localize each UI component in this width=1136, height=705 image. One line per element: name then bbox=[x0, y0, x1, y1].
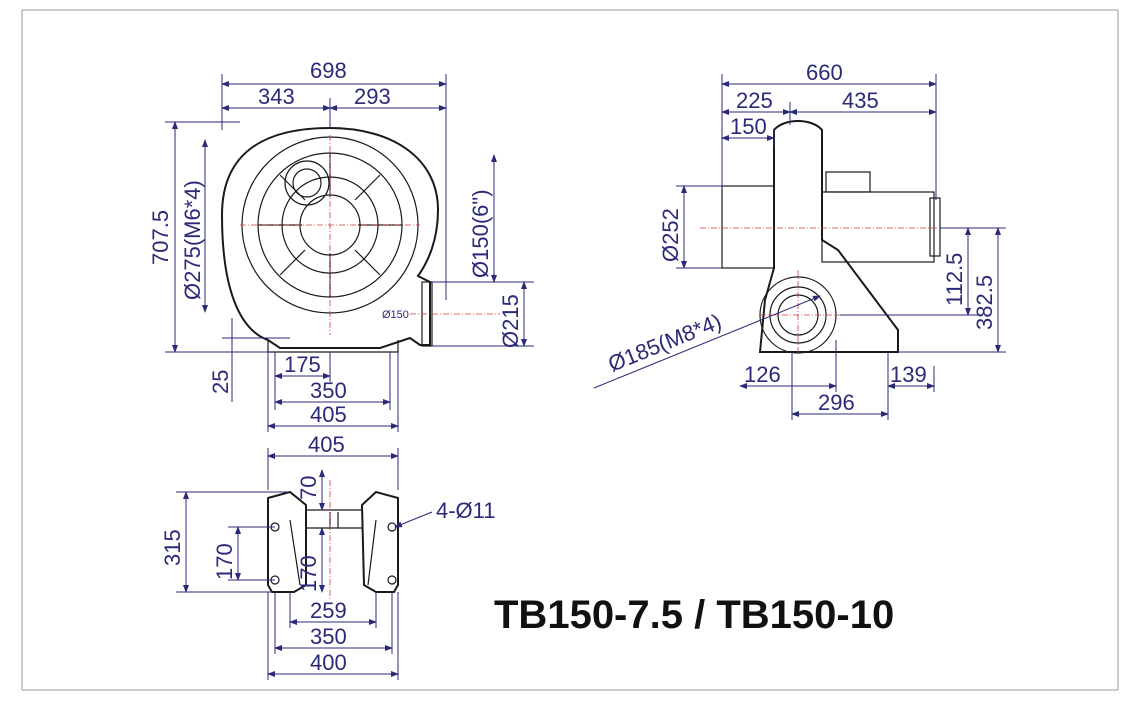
dim-outlet-flange: Ø185(M8*4) bbox=[605, 309, 725, 377]
dim-inner-70: 70 bbox=[296, 476, 321, 500]
dim-inner-170-left: 170 bbox=[212, 543, 237, 580]
dim-overall-height: 707.5 bbox=[148, 210, 173, 265]
dim-overall-400: 400 bbox=[310, 650, 347, 675]
dim-outlet-height: 112.5 bbox=[942, 253, 967, 306]
label-outlet: Ø150 bbox=[382, 309, 409, 321]
dim-center-height: 382.5 bbox=[972, 275, 997, 330]
frame bbox=[21, 9, 1119, 691]
dim-motor-length: 435 bbox=[842, 88, 879, 113]
model-title: TB150-7.5 / TB150-10 bbox=[494, 593, 894, 637]
front-housing bbox=[220, 126, 440, 349]
dim-overall-width: 698 bbox=[310, 58, 347, 83]
dim-inlet-length: 150 bbox=[730, 114, 767, 139]
dim-top-width: 405 bbox=[308, 432, 345, 457]
dim-base-span: 350 bbox=[310, 378, 347, 403]
dim-base-rear: 139 bbox=[890, 362, 927, 387]
dim-base-offset: 175 bbox=[284, 352, 321, 377]
side-view: 660 225 435 150 Ø252 Ø185(M8*4) 112.5 38… bbox=[593, 60, 1006, 420]
dim-right-width: 293 bbox=[354, 84, 391, 109]
dim-base-front: 126 bbox=[744, 362, 781, 387]
dim-base-width: 405 bbox=[310, 402, 347, 427]
dim-outlet-diameter: Ø150(6") bbox=[468, 189, 493, 278]
front-view: 698 343 293 707.5 Ø275(M6*4) Ø150(6") Ø2… bbox=[148, 58, 534, 432]
dim-depth: 315 bbox=[160, 529, 185, 566]
base-view: 405 315 170 70 170 4-Ø11 259 350 400 bbox=[160, 432, 496, 680]
dim-outlet-flange: Ø215 bbox=[498, 294, 523, 348]
dim-base-length: 296 bbox=[818, 390, 855, 415]
dim-inner-170-center: 170 bbox=[296, 555, 321, 592]
dim-span-350: 350 bbox=[310, 624, 347, 649]
dim-blower-length: 225 bbox=[736, 88, 773, 113]
dim-overall-length: 660 bbox=[806, 60, 843, 85]
label-holes: 4-Ø11 bbox=[436, 498, 496, 523]
dim-left-width: 343 bbox=[258, 84, 295, 109]
dim-inlet-diameter: Ø252 bbox=[658, 208, 683, 262]
dim-base-height: 25 bbox=[208, 370, 233, 394]
dim-inner-259: 259 bbox=[310, 598, 347, 623]
dim-inlet-flange: Ø275(M6*4) bbox=[180, 180, 205, 300]
